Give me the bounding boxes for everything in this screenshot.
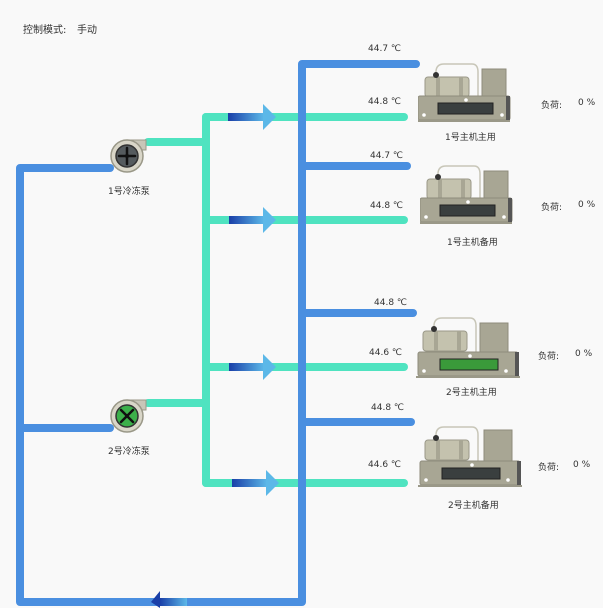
flow-arrow bbox=[228, 104, 276, 130]
chiller-4-supply-temp: 44.8 ℃ bbox=[371, 403, 405, 413]
pump-1[interactable] bbox=[108, 136, 148, 176]
chiller-4-load-value: 0 % bbox=[573, 460, 591, 470]
chiller-2-label: 1号主机备用 bbox=[447, 238, 498, 248]
chiller-2-supply-temp: 44.7 ℃ bbox=[370, 151, 404, 161]
chiller-4[interactable] bbox=[418, 423, 528, 487]
chiller-1-supply-temp: 44.7 ℃ bbox=[368, 44, 402, 54]
control-mode-label: 控制模式: bbox=[23, 25, 67, 36]
chiller-3-return-temp: 44.6 ℃ bbox=[369, 348, 403, 358]
chiller-2-load-value: 0 % bbox=[578, 200, 596, 210]
chiller-2[interactable] bbox=[419, 162, 530, 224]
chiller-3-label: 2号主机主用 bbox=[446, 388, 497, 398]
return-flow-arrow bbox=[151, 591, 187, 608]
pump-1-label: 1号冷冻泵 bbox=[108, 187, 150, 197]
chiller-1-load-value: 0 % bbox=[578, 98, 596, 108]
supply-pipe-left-loop bbox=[16, 60, 420, 606]
chiller-3-supply-temp: 44.8 ℃ bbox=[374, 298, 408, 308]
chiller-1-label: 1号主机主用 bbox=[445, 133, 496, 143]
chiller-3-load-label: 负荷: bbox=[538, 352, 560, 362]
flow-arrow bbox=[229, 207, 276, 233]
chiller-4-return-temp: 44.6 ℃ bbox=[368, 460, 402, 470]
chiller-1-return-temp: 44.8 ℃ bbox=[368, 97, 402, 107]
pump-2-label: 2号冷冻泵 bbox=[108, 447, 150, 457]
chiller-3-load-value: 0 % bbox=[575, 349, 593, 359]
chiller-3[interactable] bbox=[416, 314, 526, 378]
pump-2[interactable] bbox=[108, 396, 148, 436]
flow-arrow bbox=[232, 470, 279, 496]
chiller-1-load-label: 负荷: bbox=[541, 101, 563, 111]
control-mode-value: 手动 bbox=[77, 25, 97, 36]
chiller-2-load-label: 负荷: bbox=[541, 203, 563, 213]
chiller-2-return-temp: 44.8 ℃ bbox=[370, 201, 404, 211]
chiller-4-load-label: 负荷: bbox=[538, 463, 560, 473]
flow-arrow bbox=[229, 354, 276, 380]
chiller-1[interactable] bbox=[417, 60, 528, 122]
chiller-4-label: 2号主机备用 bbox=[448, 501, 499, 511]
